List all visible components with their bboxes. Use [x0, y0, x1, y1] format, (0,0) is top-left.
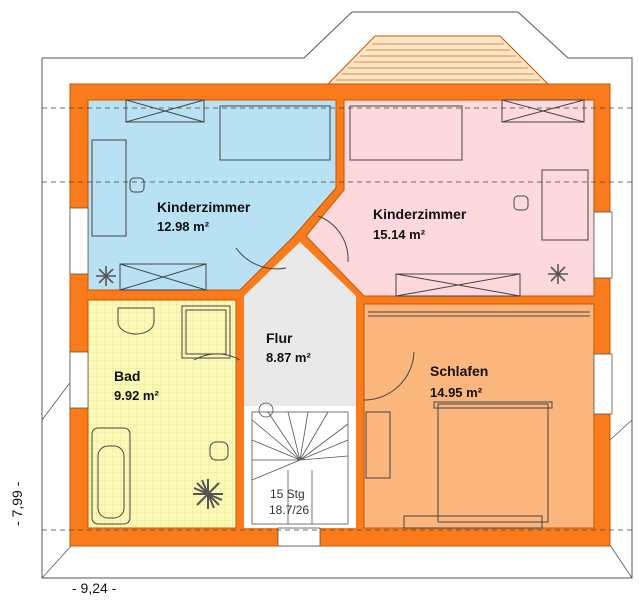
room-kinderzimmer-1	[88, 100, 336, 290]
interior-walls	[87, 99, 595, 529]
label-flur: Flur 8.87 m²	[266, 330, 311, 365]
label-kinderzimmer-1: Kinderzimmer 12.98 m²	[157, 199, 251, 234]
room-area: 12.98 m²	[157, 219, 210, 234]
room-kinderzimmer-2	[306, 100, 594, 296]
staircase	[251, 402, 349, 525]
room-area: 15.14 m²	[373, 227, 426, 242]
room-name: Kinderzimmer	[157, 199, 251, 215]
furniture-kinderzimmer-1	[91, 99, 331, 291]
bathroom-fixtures	[91, 305, 231, 525]
stair-steps: 15 Stg	[270, 487, 305, 501]
furniture-kinderzimmer-2	[349, 99, 589, 297]
room-name: Flur	[266, 330, 293, 346]
room-name: Bad	[114, 368, 140, 384]
windows	[69, 207, 613, 547]
dimension-height: - 7,99 -	[9, 481, 25, 526]
stair-ratio: 18.7/26	[269, 503, 309, 517]
label-kinderzimmer-2: Kinderzimmer 15.14 m²	[373, 206, 467, 242]
room-area: 8.87 m²	[266, 350, 311, 365]
label-schlafen: Schlafen 14.95 m²	[430, 363, 488, 400]
room-schlafen	[364, 304, 594, 528]
room-area: 14.95 m²	[430, 385, 483, 400]
room-area: 9.92 m²	[114, 388, 159, 403]
stair-well	[244, 406, 356, 528]
dormer	[326, 35, 550, 85]
dimension-width: - 9,24 -	[72, 580, 117, 596]
roof-outline	[41, 11, 633, 579]
room-flur	[244, 242, 356, 406]
label-bad: Bad 9.92 m²	[114, 368, 159, 403]
stair-label: 15 Stg 18.7/26	[269, 487, 309, 517]
plant-icons	[96, 264, 568, 509]
bed-schlafen	[365, 311, 590, 529]
room-name: Schlafen	[430, 363, 488, 379]
room-name: Kinderzimmer	[373, 206, 467, 222]
